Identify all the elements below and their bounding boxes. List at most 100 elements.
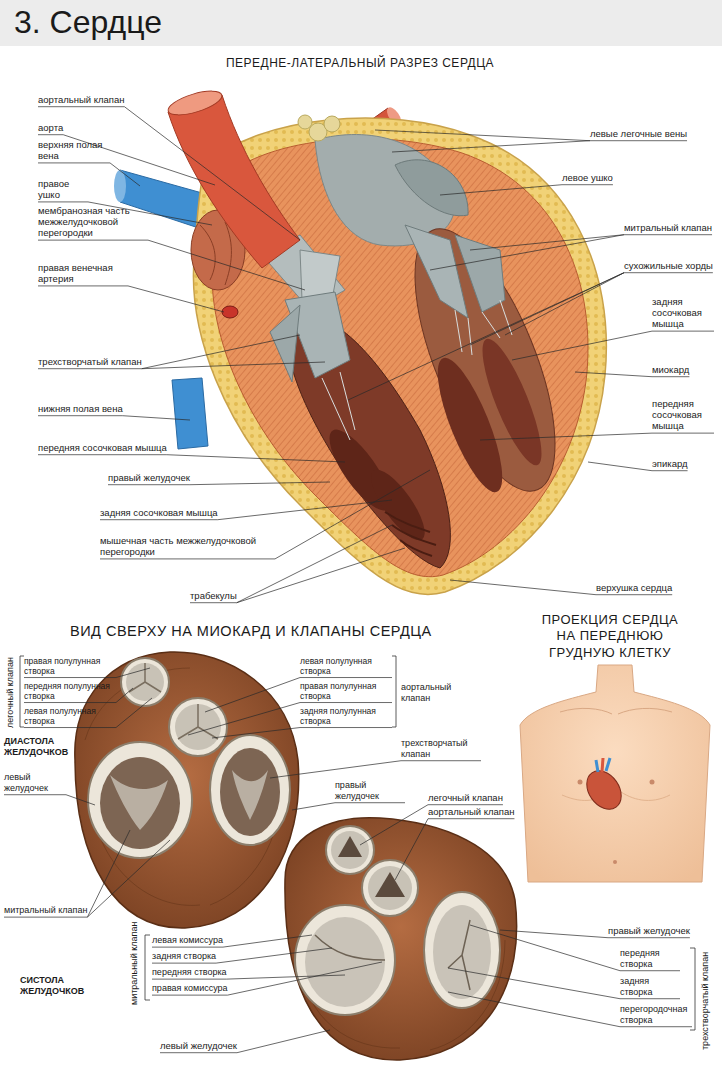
nipple: [578, 780, 583, 785]
phase-caption: ДИАСТОЛА ЖЕЛУДОЧКОВ: [4, 736, 74, 757]
leader-line: [270, 761, 401, 778]
part-label: мышечная часть межжелудочковой перегород…: [100, 535, 275, 557]
nipple: [650, 780, 655, 785]
leader-line: [142, 362, 325, 369]
part-label: верхушка сердца: [596, 582, 672, 593]
leader-line: [66, 795, 95, 805]
leader-line: [450, 580, 596, 595]
part-label: задняя сосочковая мышца: [652, 296, 714, 330]
vena-cava-opening: [114, 170, 126, 202]
leader-line: [38, 201, 88, 202]
heart-projection: [580, 764, 629, 816]
part-label: передняя створка: [620, 948, 680, 969]
leader-line: [24, 727, 116, 728]
trabeculae: [385, 512, 436, 556]
part-label: аортальный клапан: [401, 682, 461, 703]
leader-line: [148, 240, 305, 290]
part-label: верхняя полая вена: [38, 139, 110, 161]
tricuspid-opening: [220, 748, 280, 836]
tricuspid-leaflet: [232, 770, 268, 820]
torso-outline: [520, 665, 710, 882]
part-label: правый желудочек: [335, 780, 405, 801]
leader-line: [223, 935, 312, 947]
aortic-ring: [169, 698, 227, 756]
leader-line: [470, 235, 624, 250]
leader-line: [360, 805, 428, 845]
part-label: передняя сосочковая мышца: [652, 398, 714, 432]
leader-line: [124, 107, 300, 240]
leader-line: [116, 668, 150, 678]
part-label: эпикард: [652, 458, 688, 469]
leader-line: [512, 331, 652, 360]
leader-line: [430, 235, 624, 270]
leader-line: [167, 455, 345, 462]
leader-line: [620, 998, 680, 999]
section-heading: ПРОЕКЦИЯ СЕРДЦА НА ПЕРЕДНЮЮ ГРУДНУЮ КЛЕТ…: [535, 612, 685, 661]
part-label: мембранозная часть межжелудочковой перег…: [38, 205, 148, 239]
part-label: аорта: [38, 122, 63, 133]
aorta-opening: [166, 86, 225, 120]
leader-line: [237, 525, 392, 603]
leader-line: [38, 368, 142, 369]
leader-line: [87, 830, 130, 917]
pulmonary-ring: [326, 826, 374, 874]
great-vessels: [602, 758, 603, 772]
part-label: миокард: [652, 364, 689, 375]
leader-line: [123, 416, 190, 420]
bracket-label: трехстворчатый клапан: [700, 952, 711, 1050]
part-label: левый желудочек: [160, 1040, 237, 1051]
tricuspid-ring: [424, 892, 500, 1008]
leader-line: [620, 1026, 692, 1027]
navel: [613, 860, 617, 864]
section-heading: ВИД СВЕРХУ НА МИОКАРД И КЛАПАНЫ СЕРДЦА: [70, 622, 510, 640]
leader-line: [228, 962, 382, 995]
leader-line: [596, 594, 672, 595]
leader-line: [624, 272, 713, 273]
coronary-artery: [222, 306, 238, 318]
tricuspid-leaflets: [433, 905, 491, 999]
leader-line: [38, 240, 148, 241]
leader-line: [100, 519, 218, 520]
bracket-label: легочный клапан: [5, 657, 16, 728]
leader-line: [108, 484, 190, 485]
leader-line: [428, 818, 514, 819]
leader-line: [608, 937, 690, 938]
part-label: перегородочная створка: [620, 1004, 692, 1025]
leader-line: [152, 963, 216, 964]
bracket-label: митральный клапан: [129, 922, 140, 1005]
leader-line: [38, 106, 124, 107]
leader-line: [562, 184, 613, 185]
leader-line: [300, 677, 392, 678]
part-label: правый желудочек: [108, 472, 190, 483]
part-label: левая полулунная створка: [24, 706, 116, 726]
leader-line: [188, 703, 300, 735]
part-label: задняя сосочковая мышца: [100, 507, 218, 518]
leader-line: [116, 698, 152, 728]
part-label: правый желудочек: [608, 925, 690, 936]
leader-line: [652, 331, 714, 332]
leader-line: [218, 500, 392, 520]
aorta: [168, 95, 300, 268]
part-label: сухожильные хорды: [624, 260, 713, 271]
leader-line: [4, 917, 87, 918]
leader-line: [152, 979, 227, 980]
leader-line: [588, 462, 652, 471]
leader-line: [38, 454, 167, 455]
leader-line: [590, 140, 687, 141]
leader-line: [652, 376, 689, 377]
papillary-muscle: [472, 333, 553, 471]
leader-line: [575, 372, 652, 377]
part-label: легочный клапан: [428, 792, 503, 803]
leader-line: [100, 558, 275, 559]
leader-line: [292, 803, 335, 810]
part-label: левая комиссура: [152, 935, 223, 946]
closure-line: [448, 920, 470, 990]
leader-line: [624, 234, 712, 235]
part-label: правая полулунная створка: [300, 681, 392, 701]
leader-line: [652, 470, 688, 471]
leader-line: [428, 804, 503, 805]
header-band: [0, 0, 722, 46]
fat-lobule: [298, 115, 312, 129]
leader-line: [38, 415, 123, 416]
